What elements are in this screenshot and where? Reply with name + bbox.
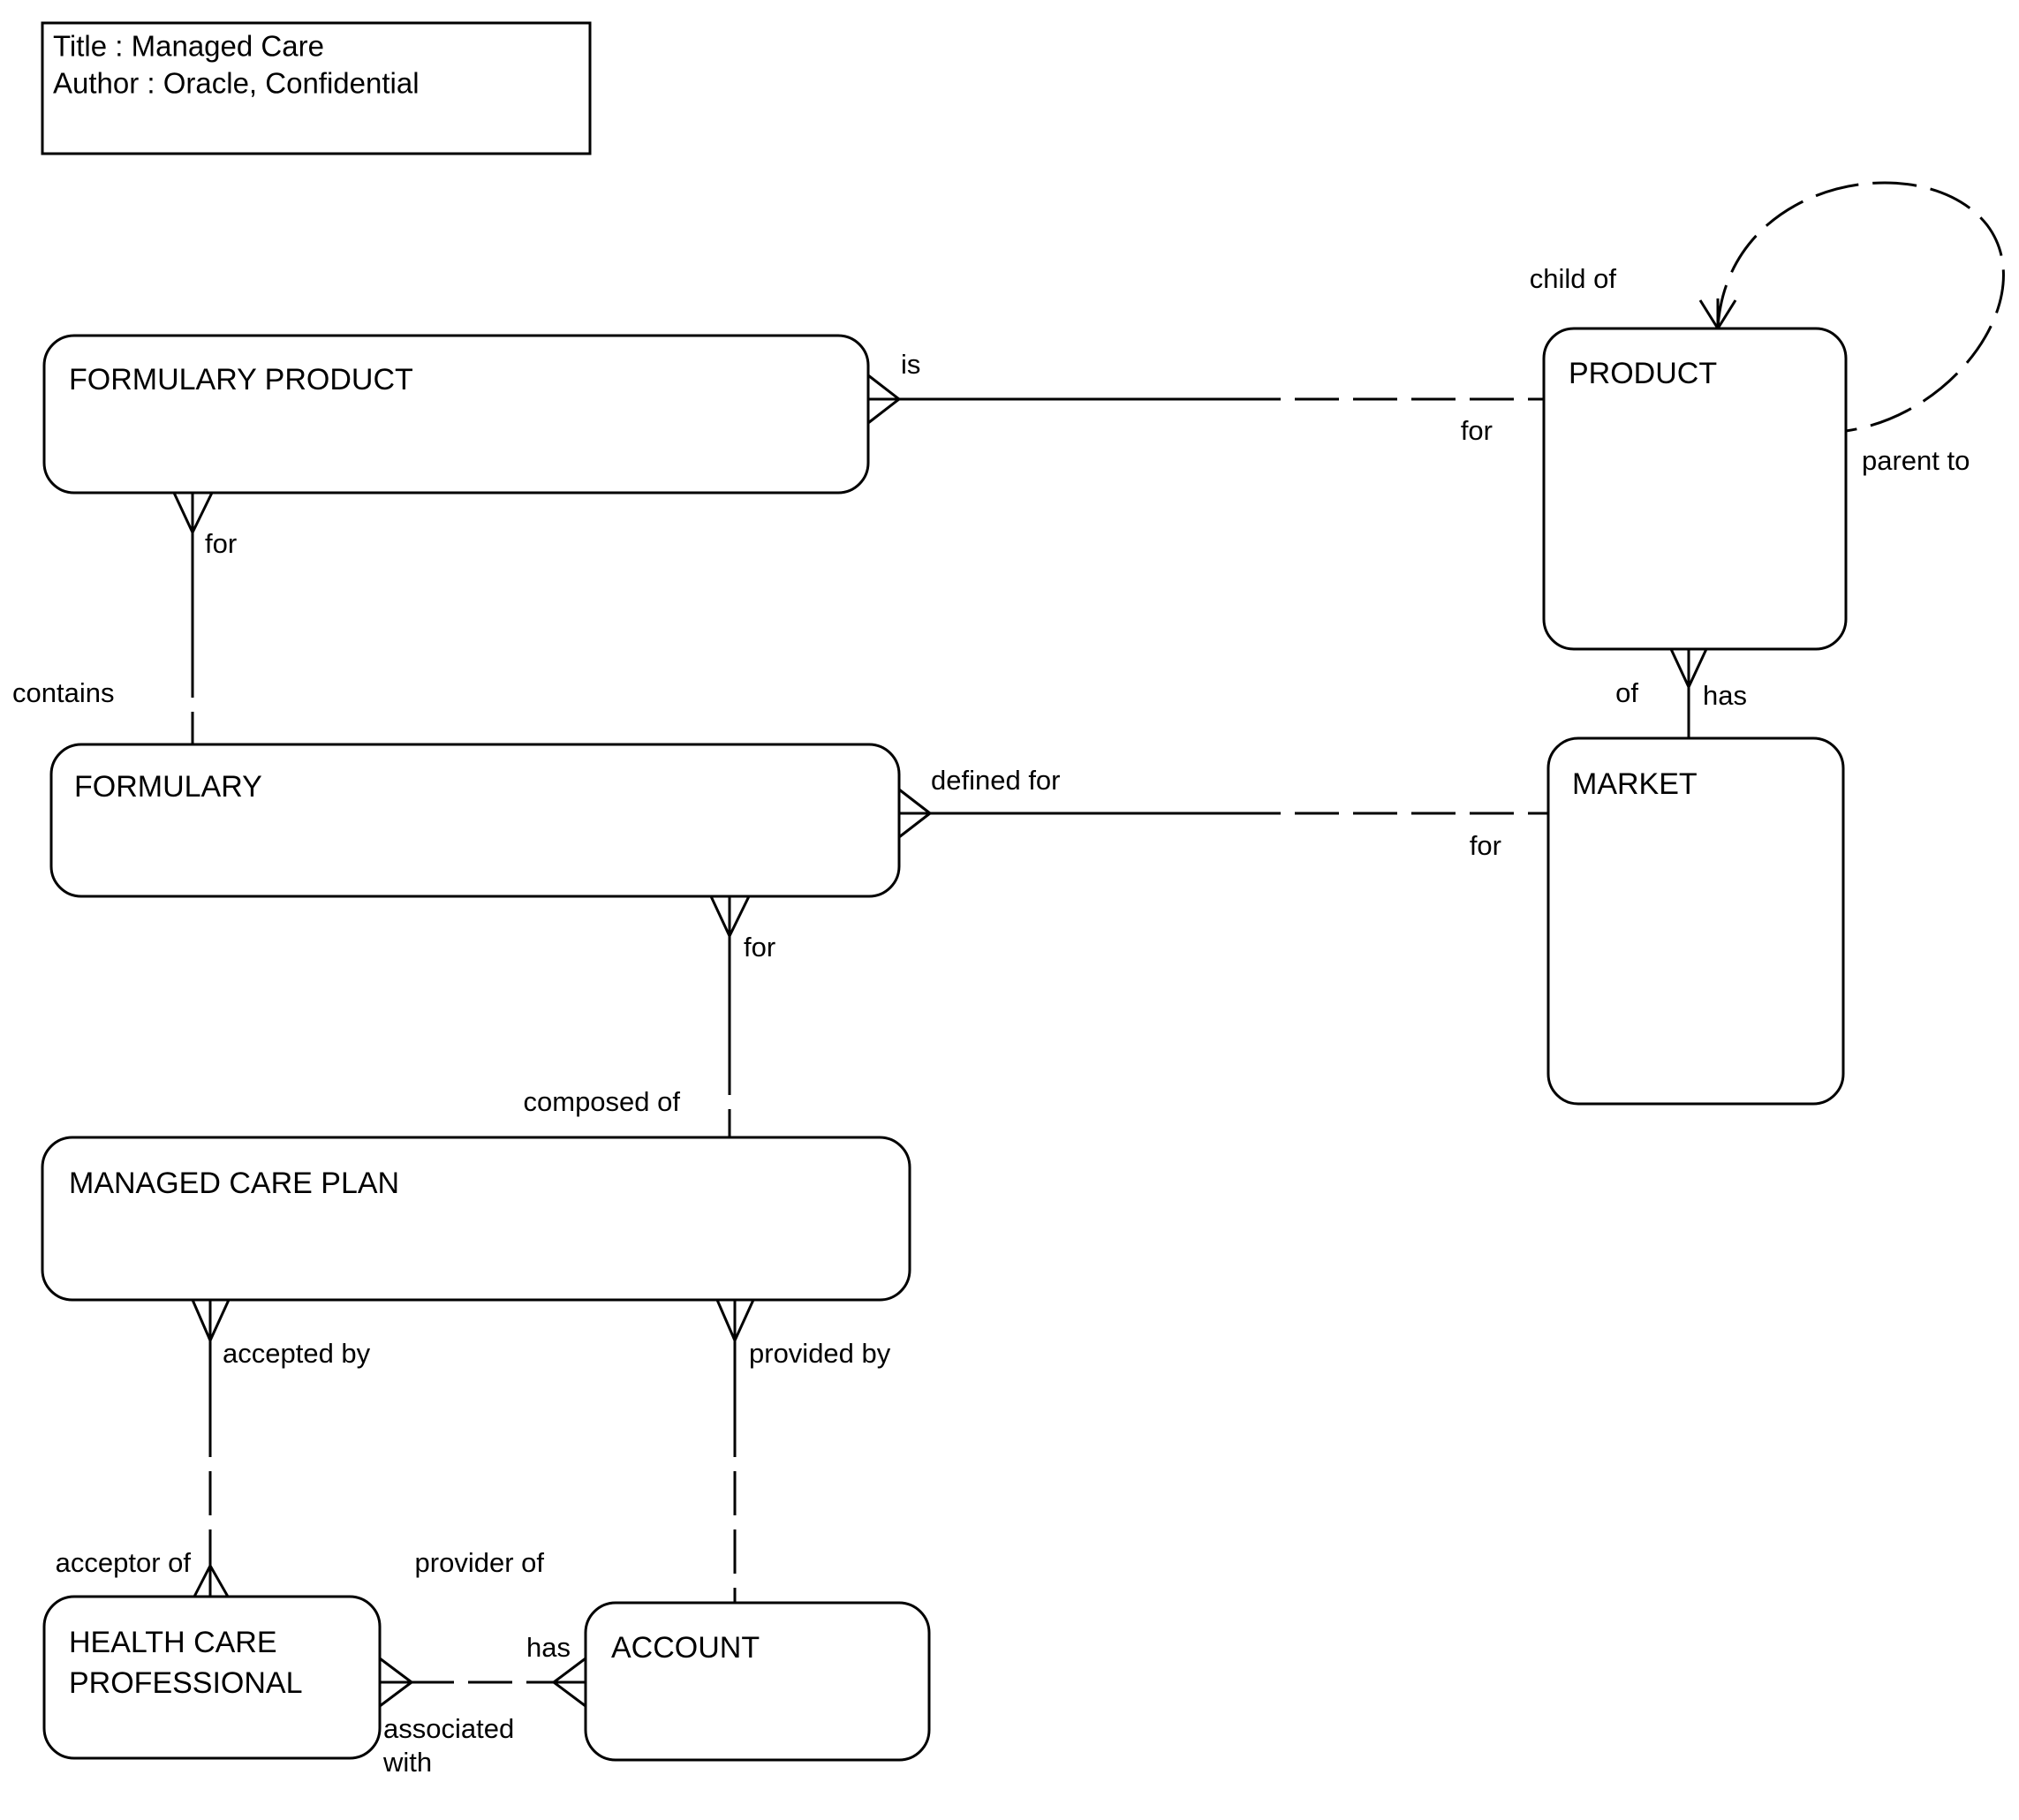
label-plan-provided-by: provided by xyxy=(749,1338,891,1369)
entity-account-box[interactable] xyxy=(584,1601,931,1762)
author-line: Author : Oracle, Confidential xyxy=(53,67,420,100)
entity-product-label: PRODUCT xyxy=(1569,357,1717,390)
relationship-formulary-product-to-product[interactable]: is for xyxy=(867,349,1544,446)
relationship-formulary-to-managed-care-plan[interactable]: for composed of xyxy=(524,895,776,1137)
entity-health-care-professional[interactable]: HEALTH CARE PROFESSIONAL xyxy=(42,1595,382,1760)
product-self-loop-path[interactable] xyxy=(1716,181,2005,433)
crowfoot-formulary-product-for xyxy=(172,492,214,533)
relationship-hcp-to-account[interactable]: has associated with xyxy=(379,1632,586,1778)
relationship-formulary-product-to-formulary[interactable]: for contains xyxy=(12,492,237,744)
label-account-has: has xyxy=(526,1632,571,1663)
label-product-for: for xyxy=(1461,415,1493,446)
relationship-plan-to-health-care-professional[interactable]: accepted by acceptor of xyxy=(56,1299,371,1597)
label-account-provider-of: provider of xyxy=(415,1547,545,1578)
label-hcp-associated-with-line2: with xyxy=(382,1747,432,1778)
label-formulary-product-is: is xyxy=(901,349,920,380)
entity-formulary-label: FORMULARY xyxy=(74,770,262,804)
entity-account[interactable]: ACCOUNT xyxy=(584,1601,931,1762)
crowfoot-plan-provided-by xyxy=(715,1299,755,1341)
label-plan-accepted-by: accepted by xyxy=(223,1338,371,1369)
crowfoot-plan-accepted-by xyxy=(191,1299,231,1341)
label-market-for: for xyxy=(1470,830,1501,861)
label-market-of: of xyxy=(1615,677,1638,708)
entity-market-label: MARKET xyxy=(1572,767,1698,801)
relationship-product-self-hierarchy[interactable]: child of parent to xyxy=(1530,181,2005,476)
entity-managed-care-plan-box[interactable] xyxy=(41,1136,911,1302)
title-block-border xyxy=(41,21,592,155)
label-product-has: has xyxy=(1703,680,1747,711)
crowfoot-product-child-of xyxy=(1698,298,1737,329)
entity-market-box[interactable] xyxy=(1546,736,1845,1106)
relationship-formulary-to-market[interactable]: defined for for xyxy=(898,765,1548,861)
crowfoot-formulary-product-is xyxy=(867,374,900,425)
label-hcp-acceptor-of: acceptor of xyxy=(56,1547,192,1578)
label-hcp-associated-with-line1: associated xyxy=(383,1713,514,1744)
entity-formulary-product-box[interactable] xyxy=(42,334,870,495)
entity-account-label: ACCOUNT xyxy=(611,1631,760,1665)
entity-managed-care-plan[interactable]: MANAGED CARE PLAN xyxy=(41,1136,911,1302)
label-formulary-contains: contains xyxy=(12,677,114,708)
relationship-product-to-market[interactable]: has of xyxy=(1615,648,1747,738)
entity-formulary-product-label: FORMULARY PRODUCT xyxy=(69,363,413,396)
entity-health-care-professional-box[interactable] xyxy=(42,1595,382,1760)
title-block: Title : Managed Care Author : Oracle, Co… xyxy=(41,21,592,155)
crowfoot-account-has xyxy=(553,1657,586,1708)
label-plan-composed-of: composed of xyxy=(524,1086,681,1117)
entity-formulary-box[interactable] xyxy=(49,743,901,898)
label-formulary-product-for: for xyxy=(205,528,237,559)
title-line: Title : Managed Care xyxy=(53,30,324,63)
entity-health-care-professional-label-line2: PROFESSIONAL xyxy=(69,1666,303,1700)
entity-product[interactable]: PRODUCT xyxy=(1542,327,1848,651)
label-product-child-of: child of xyxy=(1530,263,1617,294)
crowfoot-formulary-defined-for xyxy=(898,788,931,839)
label-product-parent-to: parent to xyxy=(1862,445,1970,476)
crowfoot-formulary-for xyxy=(709,895,751,937)
entity-product-box[interactable] xyxy=(1542,327,1848,651)
entity-formulary-product[interactable]: FORMULARY PRODUCT xyxy=(42,334,870,495)
relationship-plan-to-account[interactable]: provided by provider of xyxy=(415,1299,891,1603)
entity-market[interactable]: MARKET xyxy=(1546,736,1845,1106)
entity-formulary[interactable]: FORMULARY xyxy=(49,743,901,898)
crowfoot-hcp-associated-with xyxy=(379,1657,412,1708)
crowfoot-hcp-acceptor-of xyxy=(193,1565,230,1597)
label-formulary-defined-for: defined for xyxy=(931,765,1061,796)
entity-managed-care-plan-label: MANAGED CARE PLAN xyxy=(69,1167,399,1200)
crowfoot-product-has xyxy=(1669,648,1708,688)
entity-health-care-professional-label-line1: HEALTH CARE xyxy=(69,1626,277,1659)
label-formulary-for: for xyxy=(744,932,775,963)
